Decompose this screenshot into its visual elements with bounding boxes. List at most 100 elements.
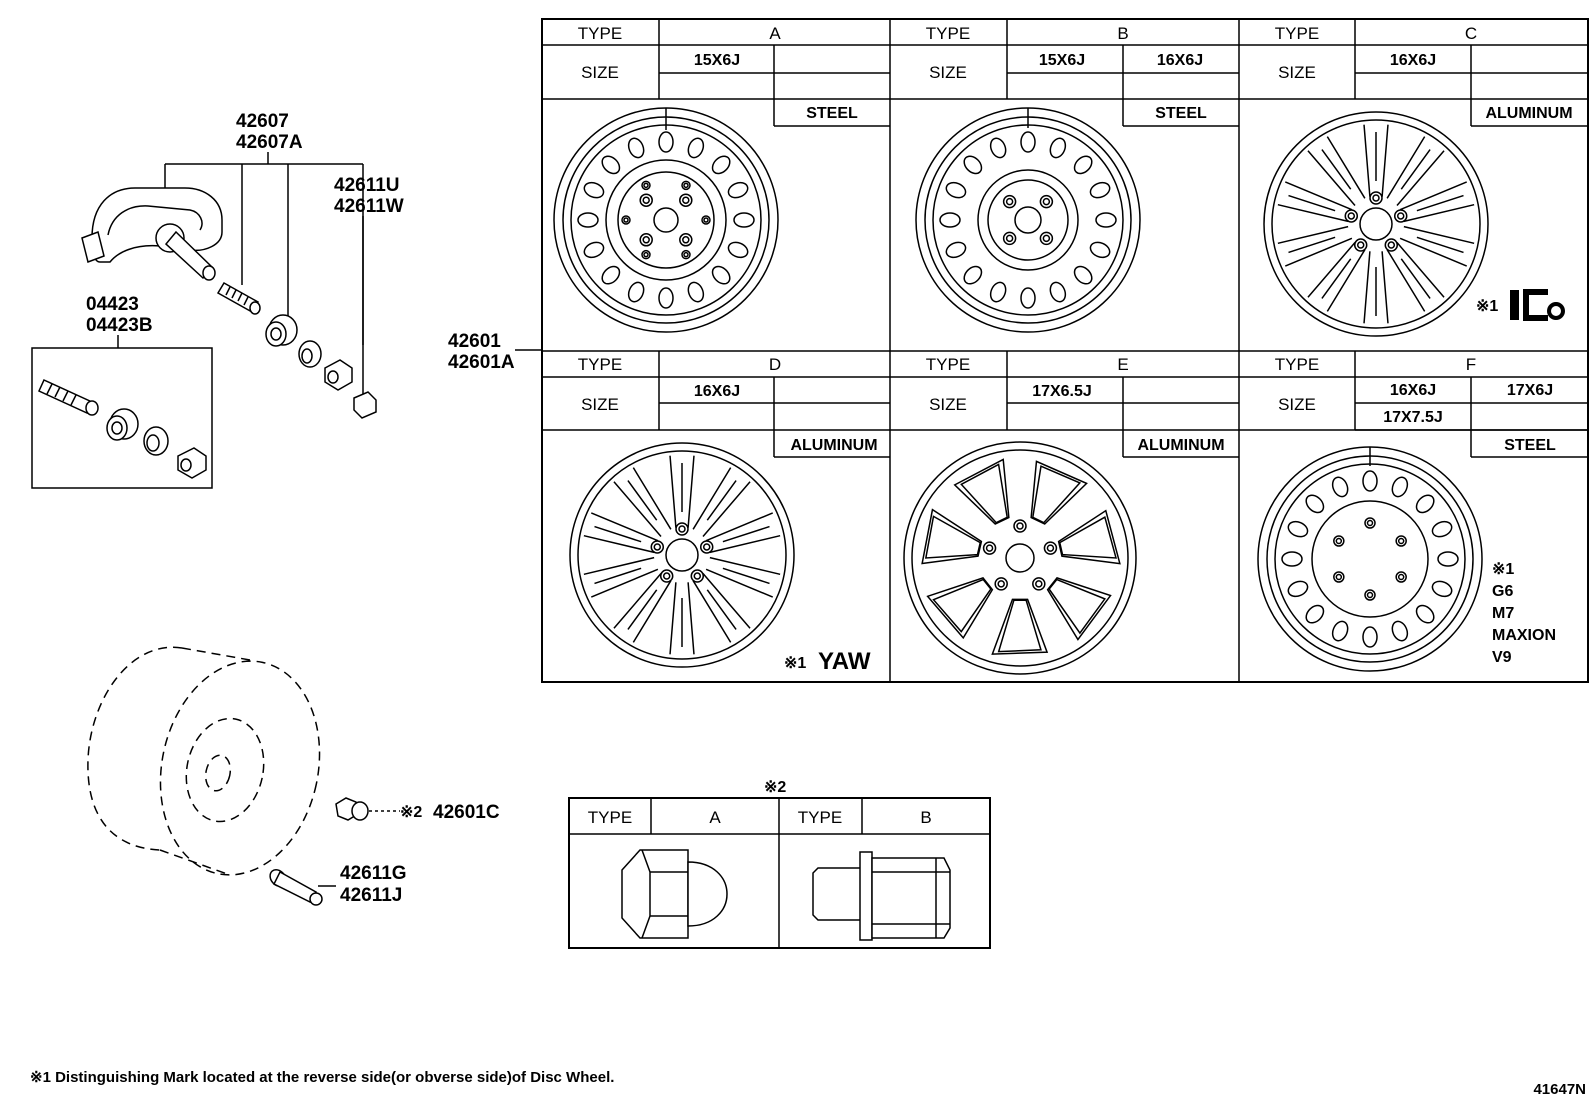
nut-ref-mark: ※2 — [400, 804, 422, 821]
wheel-type-e-cell: TYPE E SIZE 17X6.5J ALUMINUM — [926, 355, 1225, 454]
part-number-42601a[interactable]: 42601A — [448, 352, 515, 373]
type-label: TYPE — [926, 24, 970, 43]
lug-hole-inner — [1035, 580, 1043, 588]
spoke-window — [1046, 577, 1112, 641]
spoke-edge — [613, 467, 672, 537]
lug-hole — [1384, 238, 1399, 252]
wheel-type-d-cell: TYPE D SIZE 16X6J ALUMINUM ※1 YAW — [578, 355, 878, 675]
spoke-window-inner — [932, 578, 992, 633]
type-label: TYPE — [1275, 24, 1319, 43]
lug-hole-inner — [682, 196, 690, 204]
lug-hole — [1364, 589, 1376, 601]
spoke-window-inner — [960, 463, 1009, 524]
tire-valve-icon — [269, 869, 323, 906]
valve-nut-icon — [324, 359, 353, 391]
lug-hole — [1032, 577, 1046, 591]
size-value-a-1: 15X6J — [694, 52, 740, 69]
lug-hole-inner — [985, 544, 994, 552]
wheel-vent-hole — [733, 212, 755, 228]
wheel-type-b-cell: TYPE B SIZE 15X6J 16X6J STEEL — [926, 24, 1207, 122]
wheel-vent-hole — [1391, 476, 1409, 498]
spoke-split — [627, 589, 658, 630]
size-label: SIZE — [581, 63, 619, 82]
spoke-split — [594, 567, 642, 585]
lug-hole — [1002, 194, 1017, 209]
mark-ref-d: ※1 — [784, 655, 806, 672]
part-number-42607[interactable]: 42607 — [236, 111, 289, 132]
mark-ref-c: ※1 — [1476, 298, 1498, 315]
part-number-42601[interactable]: 42601 — [448, 331, 501, 352]
lug-hole-inner — [997, 580, 1005, 588]
wheel-vent-hole — [627, 281, 645, 303]
lug-hole — [1395, 535, 1407, 547]
part-number-42611j[interactable]: 42611J — [340, 885, 402, 906]
cap-nut-icon — [621, 849, 728, 939]
spoke-edge — [1363, 124, 1389, 197]
spoke-split — [1400, 149, 1431, 190]
wheel-vent-hole — [1287, 520, 1309, 538]
spoke-window-inner — [997, 599, 1042, 653]
spoke-split — [722, 525, 770, 543]
footnote: ※1 Distinguishing Mark located at the re… — [30, 1069, 614, 1086]
lug-hole — [639, 233, 653, 247]
spoke-edge — [692, 467, 751, 537]
wheel-vent-hole — [1073, 155, 1093, 175]
spoke-edge — [1307, 242, 1366, 312]
spoke-window — [921, 508, 983, 565]
mark-text-d: YAW — [818, 648, 871, 675]
spoke-edge — [669, 582, 695, 655]
part-number-04423b[interactable]: 04423B — [86, 315, 153, 336]
lug-hole-inner — [1335, 537, 1343, 545]
spoke-window — [991, 598, 1049, 655]
wheel-type-a-cell: TYPE A SIZE 15X6J STEEL — [578, 24, 858, 122]
wheel-vent-hole — [1073, 265, 1093, 285]
lug-hole-inner — [693, 572, 702, 580]
lug-hole — [1364, 517, 1376, 529]
grommet-icon — [265, 314, 298, 347]
wheel-vent-hole — [658, 131, 674, 153]
part-number-42611u[interactable]: 42611U — [334, 175, 400, 196]
lug-hole — [699, 540, 714, 554]
nut-callout: ※2 42601C — [335, 797, 500, 823]
wheel-vent-hole — [687, 281, 705, 303]
mark-line-f-4: V9 — [1492, 649, 1512, 666]
wheel-vent-hole — [1049, 281, 1067, 303]
part-number-42611g[interactable]: 42611G — [340, 863, 407, 884]
flange-nut-icon — [812, 851, 951, 941]
valve-cap-icon — [353, 391, 377, 419]
lug-hole-inner — [1335, 573, 1343, 581]
nut-type-value-b: B — [920, 808, 931, 827]
wheel-type-f-cell: TYPE F SIZE 16X6J 17X6J 17X7.5J STEEL ※1… — [1275, 355, 1556, 666]
spoke-split — [594, 525, 642, 543]
lug-hole — [1369, 191, 1383, 205]
spoke-split — [722, 567, 770, 585]
diagram-code: 41647N — [1533, 1081, 1586, 1098]
wheel-vent-hole — [1362, 626, 1378, 648]
wheel-vent-hole — [727, 181, 749, 199]
wheel-vent-hole — [989, 137, 1007, 159]
wheel-vent-hole — [1305, 604, 1325, 624]
wheel-vent-hole — [727, 241, 749, 259]
part-number-42611w[interactable]: 42611W — [334, 196, 404, 217]
part-number-04423[interactable]: 04423 — [86, 294, 139, 315]
lug-hole — [690, 569, 705, 583]
size-value-d-1: 16X6J — [694, 383, 740, 400]
lug-hole-inner — [662, 572, 671, 580]
spoke-edge — [1386, 136, 1445, 206]
lug-hole-inner — [702, 543, 711, 551]
lug-hole-inner — [623, 217, 629, 223]
wheel-vent-hole — [583, 241, 605, 259]
valve-kit-nut-icon — [177, 447, 207, 479]
washer-icon — [298, 340, 322, 368]
lug-hole-inner — [1397, 573, 1405, 581]
nut-type-value-a: A — [709, 808, 721, 827]
wheel-vent-hole — [577, 212, 599, 228]
wheel-vent-hole — [1362, 470, 1378, 492]
part-number-42607a[interactable]: 42607A — [236, 132, 303, 153]
wheel-vent-hole — [1049, 137, 1067, 159]
part-number-42601c[interactable]: 42601C — [433, 802, 500, 823]
wheel-type-table — [541, 18, 1589, 683]
spoke-split — [706, 480, 737, 521]
lug-hole — [679, 193, 693, 207]
material-a: STEEL — [806, 105, 858, 122]
